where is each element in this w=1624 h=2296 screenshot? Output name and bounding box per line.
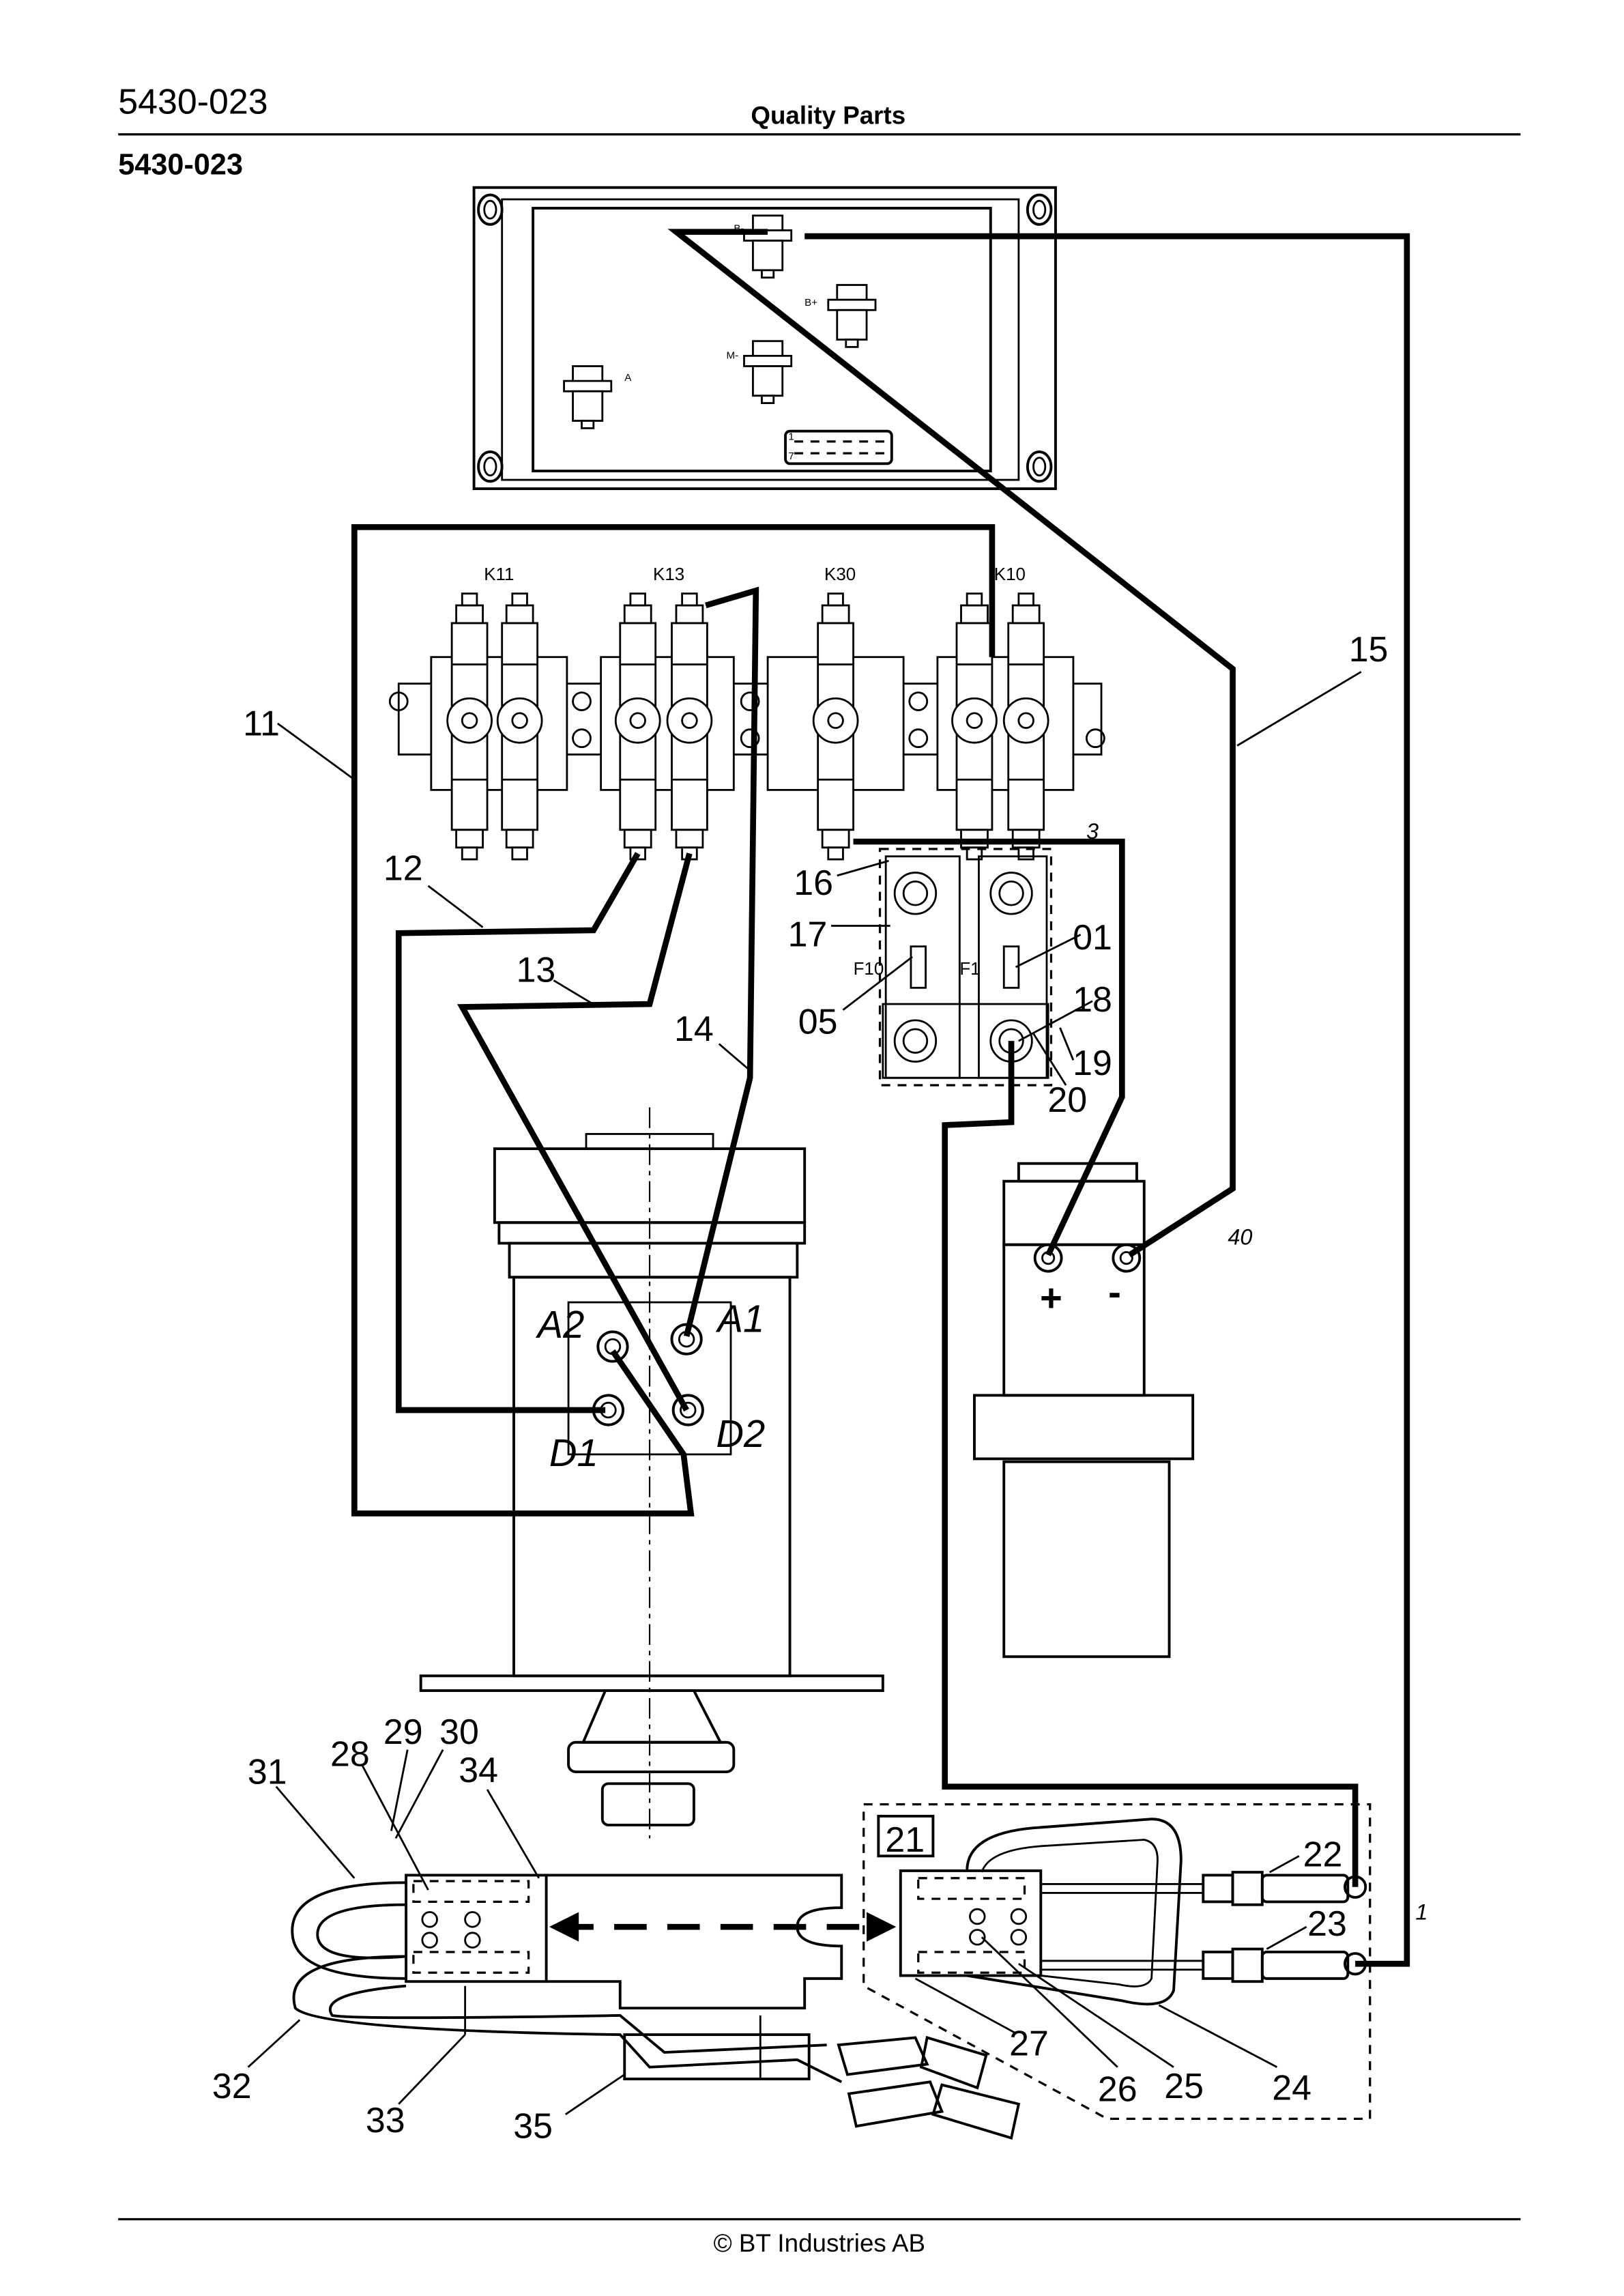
svg-text:B+: B+ — [804, 297, 817, 308]
cable-14 — [683, 586, 759, 1337]
mounting-bolt-icon — [477, 450, 504, 483]
contactor-pole — [614, 592, 661, 861]
callout-19: 19 — [1073, 1044, 1112, 1083]
callout-14: 14 — [674, 1009, 714, 1049]
nut-icon — [740, 728, 760, 749]
contactor-pole — [951, 592, 998, 861]
callout-24: 24 — [1272, 2068, 1311, 2108]
callout-12: 12 — [383, 848, 423, 888]
callout-15: 15 — [1349, 630, 1389, 670]
svg-text:M-: M- — [727, 350, 739, 362]
motor-terminal-icon — [596, 1330, 629, 1363]
callout-26: 26 — [1098, 2069, 1137, 2109]
terminal-label-a2: A2 — [536, 1303, 585, 1346]
callout-31: 31 — [248, 1752, 287, 1792]
callout-34: 34 — [459, 1751, 498, 1790]
motor-terminal-icon — [671, 1394, 704, 1426]
nut-icon — [908, 691, 929, 711]
callout-13: 13 — [517, 951, 556, 990]
callout-01: 01 — [1073, 918, 1112, 958]
cable-3 — [853, 838, 1125, 1257]
fuse-label-f1: F1 — [959, 958, 980, 979]
nut-icon — [1085, 728, 1105, 749]
callout-16: 16 — [794, 863, 833, 903]
callout-40: 40 — [1228, 1225, 1252, 1250]
callout-32: 32 — [212, 2067, 252, 2106]
fuse-bolt-icon — [893, 1019, 938, 1063]
cable-40 — [667, 229, 1236, 1258]
callout-23: 23 — [1307, 1904, 1347, 1944]
pump-terminal-plus: + — [1040, 1276, 1062, 1319]
contactor-pole — [666, 592, 713, 861]
contactor-label-k13: K13 — [653, 564, 684, 584]
fuse-bolt-icon — [893, 872, 938, 915]
callout-25: 25 — [1164, 2067, 1204, 2106]
callout-27: 27 — [1009, 2024, 1049, 2063]
terminal-stud-icon — [743, 214, 793, 279]
motor-controller: B- B+ M- A 1 7 — [472, 186, 1057, 491]
terminal-label-d2: D2 — [716, 1412, 765, 1455]
callout-21: 21 — [885, 1820, 925, 1860]
callout-22: 22 — [1303, 1835, 1343, 1874]
terminal-stud-icon — [827, 284, 877, 348]
contactor-label-k10: K10 — [994, 564, 1026, 584]
callout-3: 3 — [1086, 819, 1099, 844]
callout-28: 28 — [330, 1734, 370, 1774]
cables — [351, 229, 1410, 1967]
terminal-label-d1: D1 — [549, 1431, 598, 1474]
contactor-pole — [496, 592, 543, 861]
drive-motor: A1 A2 D1 D2 — [419, 1107, 884, 1839]
cable-11 — [351, 523, 996, 1517]
callout-1: 1 — [1415, 1899, 1427, 1924]
callout-11: 11 — [243, 704, 280, 743]
fuse-holder: F10 F1 — [854, 848, 1053, 1087]
fuse-label-f10: F10 — [854, 958, 884, 979]
nut-icon — [740, 691, 760, 711]
doc-number: 5430-023 — [118, 83, 267, 122]
callout-29: 29 — [383, 1712, 423, 1752]
cable-1 — [942, 1041, 1359, 1887]
nut-icon — [572, 691, 592, 711]
cable-13 — [456, 852, 693, 1412]
pump-motor: + - — [973, 1162, 1195, 1659]
terminal-stud-icon — [563, 365, 613, 429]
nut-icon — [388, 691, 409, 711]
callout-33: 33 — [366, 2101, 405, 2140]
fuse-bolt-icon — [989, 872, 1033, 915]
header-title: Quality Parts — [751, 102, 905, 130]
cable-12 — [395, 852, 641, 1414]
callout-18: 18 — [1073, 980, 1112, 1020]
callout-30: 30 — [439, 1712, 479, 1752]
svg-text:A: A — [624, 372, 632, 384]
svg-text:1: 1 — [788, 431, 794, 443]
leader-lines — [247, 671, 1362, 2116]
nut-icon — [908, 728, 929, 749]
callout-17: 17 — [788, 915, 828, 955]
terminal-label-a1: A1 — [716, 1297, 765, 1340]
contactor-label-k11: K11 — [484, 564, 514, 584]
contactor-label-k30: K30 — [824, 564, 856, 584]
callout-05: 05 — [798, 1002, 838, 1042]
callout-20: 20 — [1047, 1080, 1087, 1120]
mounting-bolt-icon — [477, 193, 504, 226]
footer-copyright: © BT Industries AB — [714, 2229, 925, 2257]
contactor-pole — [812, 592, 859, 861]
svg-text:7: 7 — [788, 450, 794, 462]
cable-15 — [804, 233, 1410, 1967]
battery-connector — [291, 1803, 1372, 2140]
contactor-pole — [1002, 592, 1049, 861]
nut-icon — [572, 728, 592, 749]
mounting-bolt-icon — [1026, 450, 1053, 483]
mounting-bolt-icon — [1026, 193, 1053, 226]
contactor-panel: K11 K13 K30 K10 — [388, 564, 1105, 861]
contactor-pole — [446, 592, 493, 861]
pump-terminal-minus: - — [1108, 1270, 1121, 1313]
callout-35: 35 — [513, 2107, 553, 2147]
section-title: 5430-023 — [118, 148, 243, 181]
terminal-stud-icon — [743, 340, 793, 404]
